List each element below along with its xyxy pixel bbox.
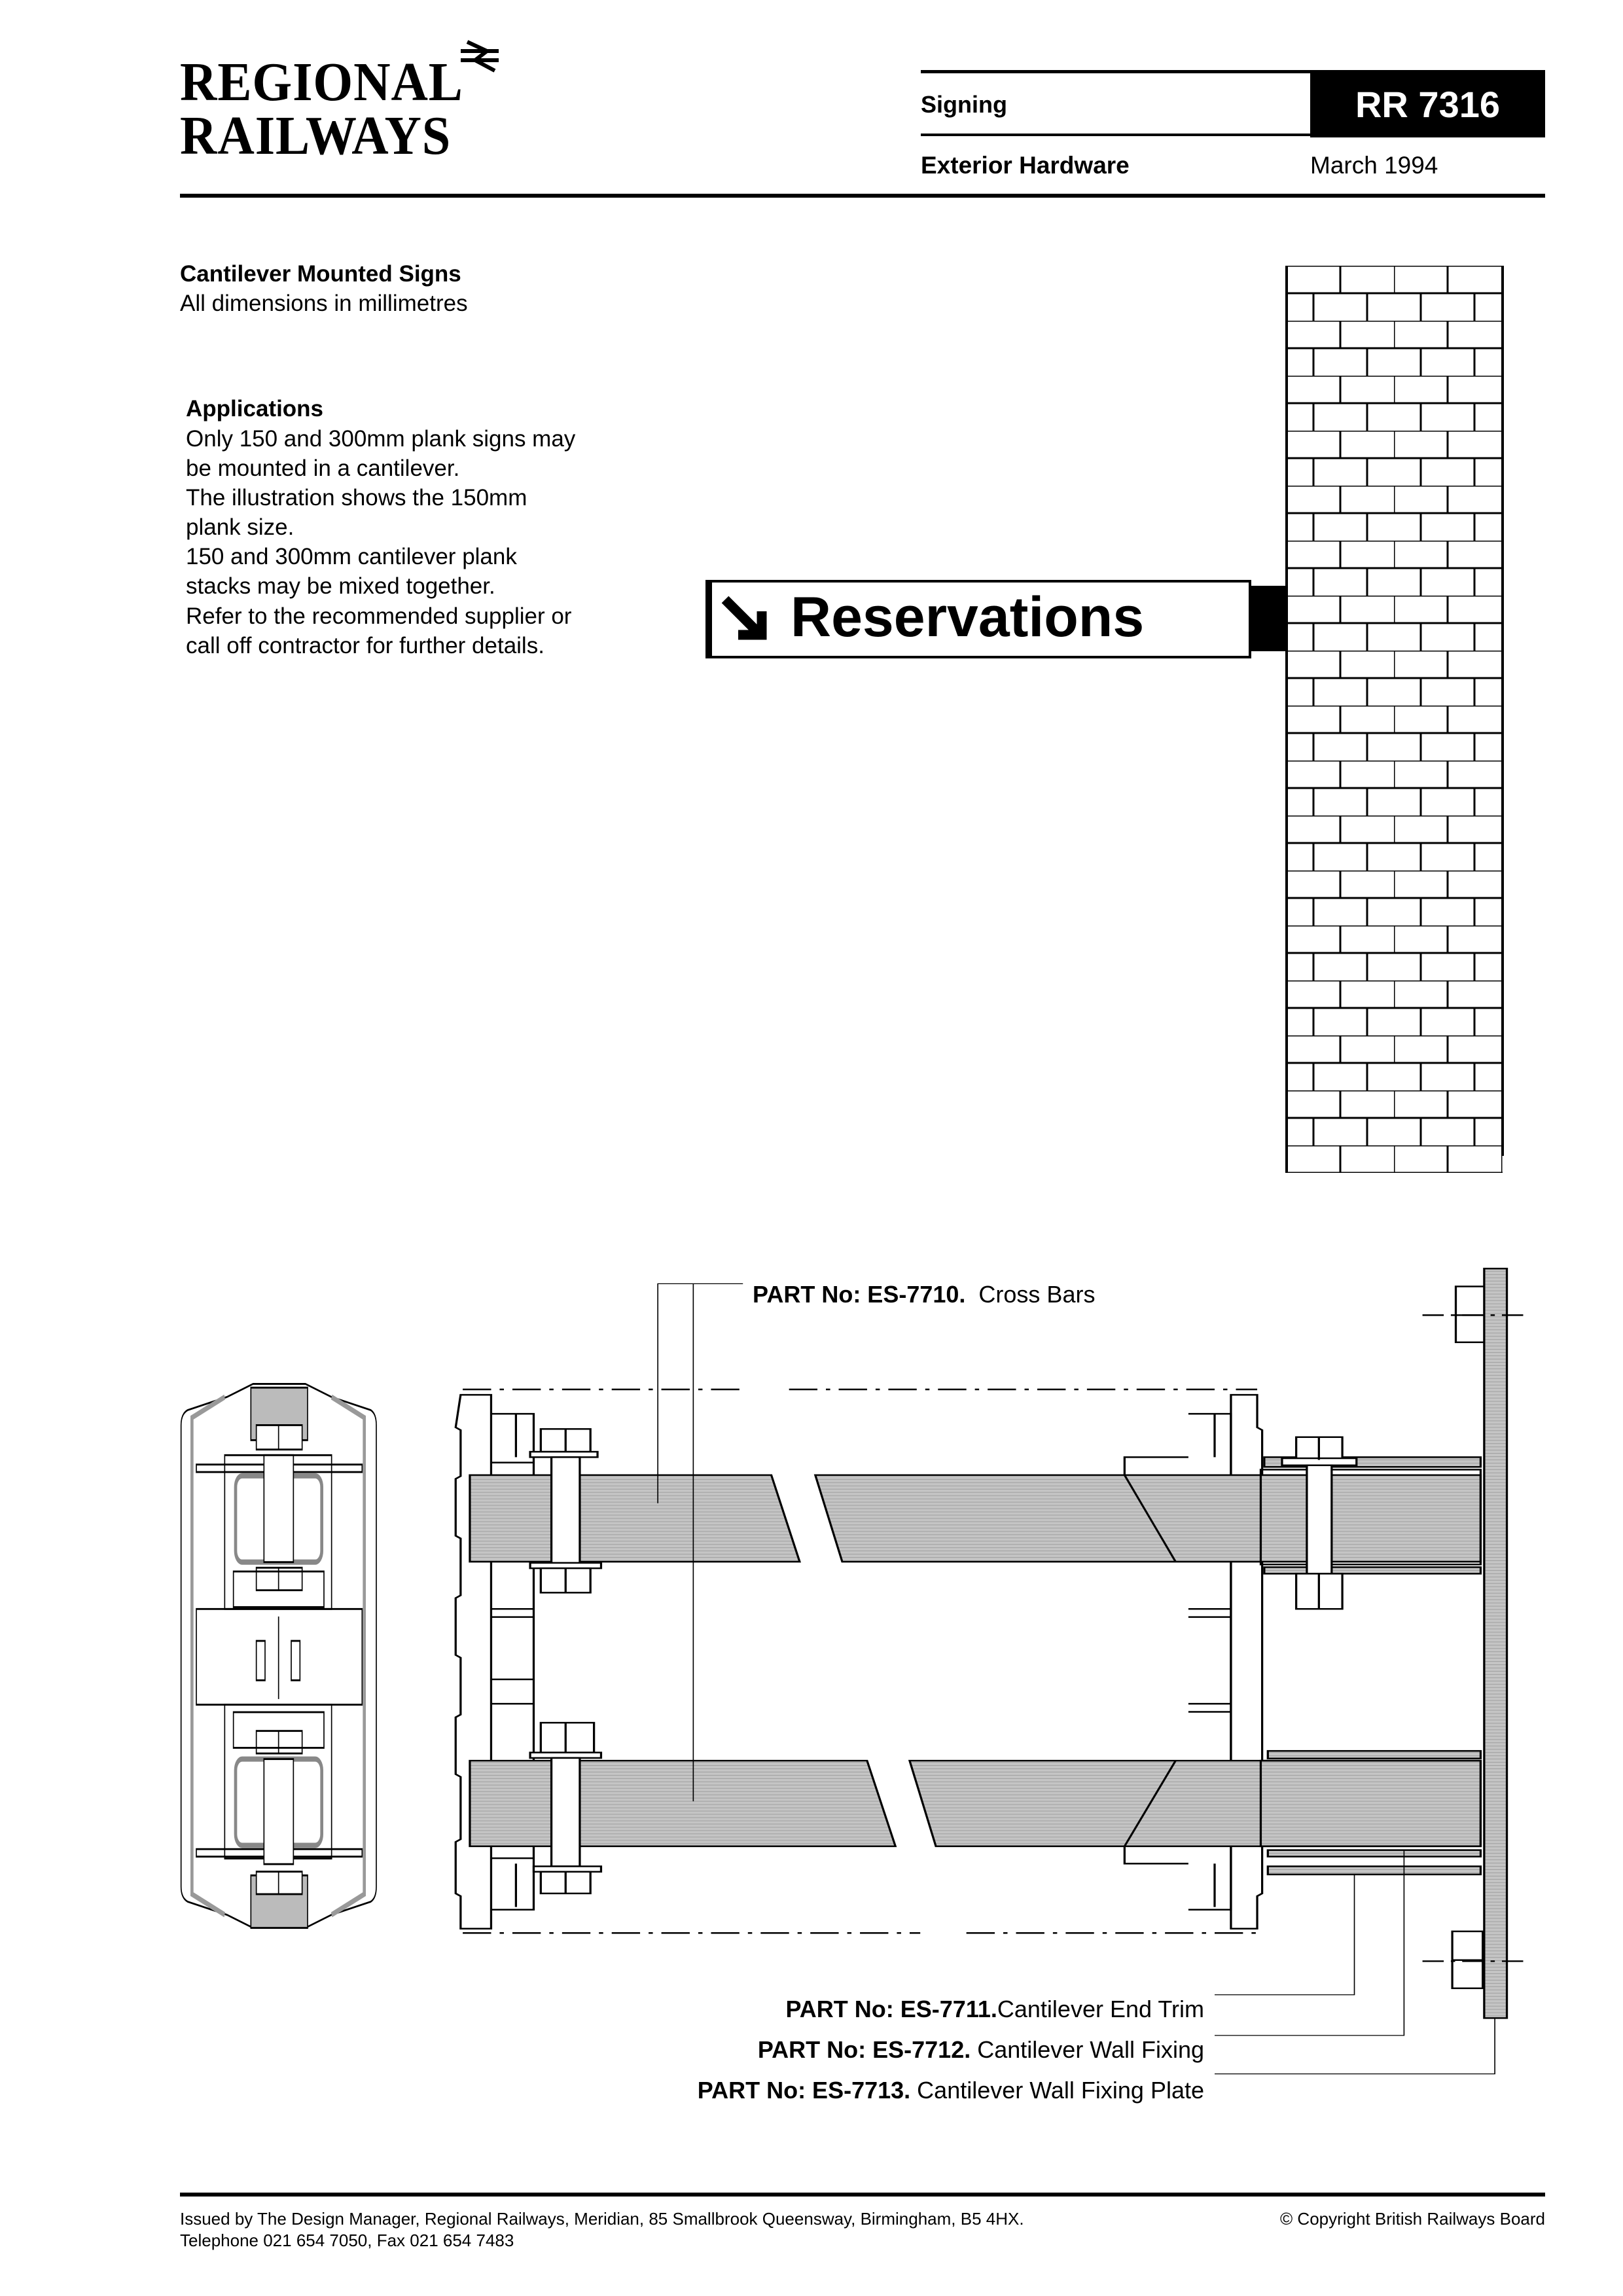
part-label-es-7710: PART No: ES-7710. Cross Bars <box>753 1282 1095 1308</box>
applications-line: 150 and 300mm cantilever plank <box>186 544 517 569</box>
logo-regional: REGIONAL <box>180 52 463 113</box>
part-number: PART No: ES-7710. <box>753 1281 966 1308</box>
british-rail-double-arrow-icon <box>461 40 499 73</box>
applications-line: The illustration shows the 150mm <box>186 485 527 511</box>
part-name: Cantilever End Trim <box>997 1996 1204 2022</box>
part-label-es-7713: PART No: ES-7713. Cantilever Wall Fixing… <box>698 2077 1204 2104</box>
header-mid-rule <box>921 134 1313 136</box>
issue-date: March 1994 <box>1310 152 1438 179</box>
part-name: Cantilever Wall Fixing <box>977 2036 1204 2063</box>
part-number: PART No: ES-7712. <box>757 2036 971 2063</box>
subsection-title: Exterior Hardware <box>921 152 1130 179</box>
part-number: PART No: ES-7711. <box>785 1996 997 2022</box>
footer-copyright: © Copyright British Railways Board <box>1280 2209 1545 2229</box>
intro-subtitle: All dimensions in millimetres <box>180 291 468 316</box>
cross-section-drawing <box>180 1382 377 1929</box>
cantilever-bracket <box>1247 586 1288 651</box>
logo-railways: RAILWAYS <box>180 105 452 166</box>
cross-bar-top-left <box>469 1474 802 1563</box>
part-label-es-7712: PART No: ES-7712. Cantilever Wall Fixing <box>758 2037 1204 2063</box>
cross-bar-bottom-left <box>469 1759 897 1848</box>
applications-heading: Applications <box>186 396 324 422</box>
part-name: Cross Bars <box>978 1281 1096 1308</box>
brick-wall-illustration <box>1285 266 1504 1173</box>
part-label-es-7711: PART No: ES-7711.Cantilever End Trim <box>785 1996 1204 2022</box>
applications-line: call off contractor for further details. <box>186 633 544 658</box>
cantilever-assembly-drawing <box>454 1267 1527 2075</box>
sign-text: Reservations <box>791 586 1145 649</box>
arrow-down-right-icon <box>721 596 767 640</box>
doc-number-box <box>1310 72 1545 137</box>
cross-bar-top-right <box>813 1474 1482 1563</box>
part-name: Cantilever Wall Fixing Plate <box>917 2077 1204 2104</box>
intro-title: Cantilever Mounted Signs <box>180 261 461 287</box>
applications-line: plank size. <box>186 514 294 540</box>
footer-contact: Telephone 021 654 7050, Fax 021 654 7483 <box>180 2231 514 2250</box>
footer-issued-by: Issued by The Design Manager, Regional R… <box>180 2209 1024 2229</box>
footer-rule <box>180 2193 1545 2197</box>
applications-line: Only 150 and 300mm plank signs may <box>186 426 576 452</box>
cross-bar-bottom-right <box>908 1759 1482 1848</box>
wall-fixing-plate <box>1483 1267 1508 2019</box>
applications-line: Refer to the recommended supplier or <box>186 603 572 629</box>
header-top-rule <box>921 70 1545 73</box>
doc-number: RR 7316 <box>1355 84 1501 125</box>
header-rule <box>180 194 1545 198</box>
reservations-sign <box>705 580 1251 658</box>
section-title: Signing <box>921 91 1007 118</box>
applications-line: stacks may be mixed together. <box>186 573 495 599</box>
applications-line: be mounted in a cantilever. <box>186 456 460 481</box>
part-number: PART No: ES-7713. <box>697 2077 911 2104</box>
